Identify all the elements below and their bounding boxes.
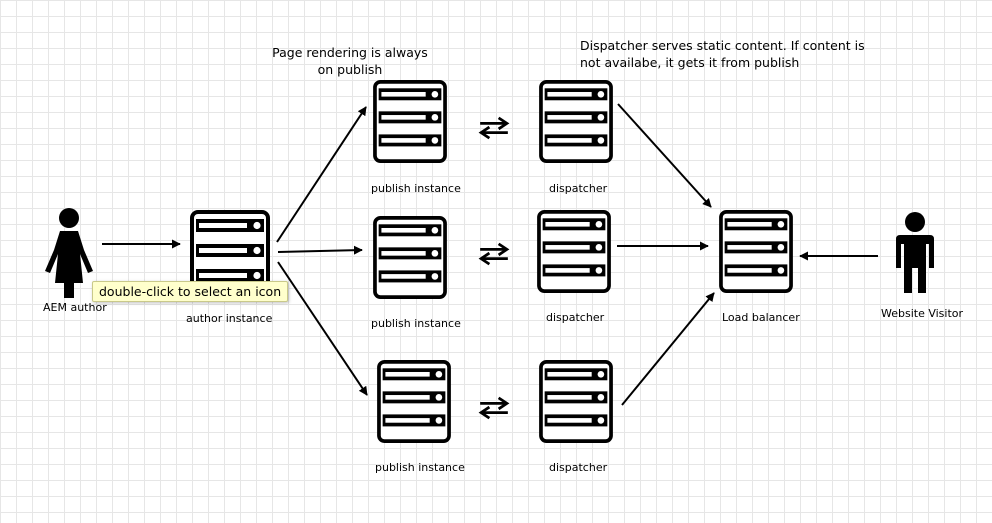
dispatcher-1-server-icon	[538, 80, 614, 163]
load-balancer-label: Load balancer	[722, 311, 800, 324]
publish-instance-2-label: publish instance	[371, 317, 461, 330]
publish-instance-1-server-icon	[372, 80, 448, 163]
bidirectional-arrows-icon	[478, 116, 510, 140]
dispatcher-3-to-lb-arrow	[621, 292, 715, 406]
dispatcher-2-server-icon	[536, 210, 612, 293]
dispatcher-note: Dispatcher serves static content. If con…	[580, 38, 865, 70]
author-instance-label: author instance	[186, 312, 273, 325]
dispatcher-3-server-icon	[538, 360, 614, 443]
author-to-publish-1-arrow	[276, 106, 367, 243]
bidirectional-arrows-icon	[478, 242, 510, 266]
publish-instance-3-label: publish instance	[375, 461, 465, 474]
aem-author-label: AEM author	[43, 301, 107, 314]
load-balancer-server-icon	[718, 210, 794, 293]
author-to-publish-2-arrow	[277, 245, 363, 255]
bidirectional-arrows-icon	[478, 396, 510, 420]
dispatcher-1-to-lb-arrow	[617, 103, 712, 208]
dispatcher-2-label: dispatcher	[546, 311, 605, 324]
select-icon-tooltip: double-click to select an icon	[92, 281, 289, 302]
dispatcher-1-label: dispatcher	[549, 182, 608, 195]
dispatcher-3-label: dispatcher	[549, 461, 608, 474]
male-user-icon	[896, 212, 934, 293]
female-user-icon	[45, 208, 93, 298]
publish-instance-3-server-icon	[376, 360, 452, 443]
rendering-note: Page rendering is always on publish	[272, 45, 428, 77]
publish-instance-2-server-icon	[372, 216, 448, 299]
website-visitor-label: Website Visitor	[881, 307, 964, 320]
author-to-publish-3-arrow	[277, 261, 368, 396]
publish-instance-1-label: publish instance	[371, 182, 461, 195]
